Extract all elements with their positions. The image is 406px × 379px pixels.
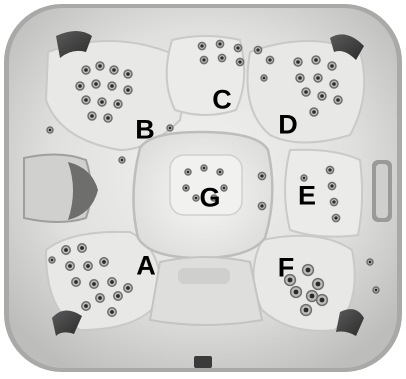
jet-nozzle xyxy=(328,168,331,171)
seat-label-f: F xyxy=(278,255,295,282)
jet-nozzle xyxy=(238,60,241,63)
right-handle-insert xyxy=(376,164,388,218)
seat-label-b: B xyxy=(135,117,155,144)
jet-nozzle xyxy=(112,68,116,72)
jet-nozzle xyxy=(98,64,102,68)
jet-nozzle xyxy=(294,290,299,295)
jet-nozzle xyxy=(90,114,94,118)
jet-nozzle xyxy=(49,129,52,132)
jet-nozzle xyxy=(316,282,321,287)
jet-nozzle xyxy=(51,259,54,262)
jet-nozzle xyxy=(126,72,130,76)
jet-nozzle xyxy=(316,76,320,80)
jet-nozzle xyxy=(126,286,130,290)
jet-nozzle xyxy=(116,102,120,106)
jet-nozzle xyxy=(332,82,336,86)
jet-nozzle xyxy=(304,90,308,94)
jet-nozzle xyxy=(110,84,114,88)
step-recess xyxy=(178,268,230,284)
jet-nozzle xyxy=(106,116,110,120)
jet-nozzle xyxy=(263,77,266,80)
front-drain-plate xyxy=(194,356,212,368)
jet-nozzle xyxy=(256,48,259,51)
seat-label-c: C xyxy=(212,87,232,114)
jet-nozzle xyxy=(86,264,90,268)
jet-nozzle xyxy=(126,88,130,92)
jet-nozzle xyxy=(98,296,102,300)
seat-label-d: D xyxy=(278,112,298,139)
jet-nozzle xyxy=(218,42,221,45)
seat-well-e xyxy=(285,150,362,237)
jet-nozzle xyxy=(304,308,309,313)
jet-nozzle xyxy=(80,246,84,250)
jet-nozzle xyxy=(369,261,372,264)
front-step xyxy=(150,257,262,325)
jet-nozzle xyxy=(84,304,88,308)
jet-nozzle xyxy=(296,60,300,64)
jet-nozzle xyxy=(200,44,203,47)
jet-nozzle xyxy=(219,171,222,174)
jet-nozzle xyxy=(312,110,316,114)
seat-label-a: A xyxy=(136,253,156,280)
jet-nozzle xyxy=(84,68,88,72)
jet-nozzle xyxy=(74,280,78,284)
jet-nozzle xyxy=(64,248,68,252)
jet-nozzle xyxy=(320,94,324,98)
jet-nozzle xyxy=(110,310,114,314)
jet-nozzle xyxy=(220,56,223,59)
jet-nozzle xyxy=(121,159,124,162)
jet-nozzle xyxy=(298,76,302,80)
jet-nozzle xyxy=(223,187,226,190)
jet-nozzle xyxy=(332,200,335,203)
jet-nozzle xyxy=(102,260,106,264)
jet-nozzle xyxy=(203,167,206,170)
jet-nozzle xyxy=(110,280,114,284)
jet-nozzle xyxy=(260,174,263,177)
jet-nozzle xyxy=(330,64,334,68)
jet-nozzle xyxy=(336,98,340,102)
jet-nozzle xyxy=(334,216,337,219)
jet-nozzle xyxy=(185,187,188,190)
jet-nozzle xyxy=(116,294,120,298)
jet-nozzle xyxy=(375,289,378,292)
jet-nozzle xyxy=(306,268,311,273)
jet-nozzle xyxy=(320,298,325,303)
jet-nozzle xyxy=(92,282,96,286)
jet-nozzle xyxy=(260,204,263,207)
jet-nozzle xyxy=(195,197,198,200)
seat-label-e: E xyxy=(298,183,316,210)
seat-label-g: G xyxy=(199,185,220,212)
jet-nozzle xyxy=(310,294,315,299)
jet-nozzle xyxy=(78,84,82,88)
jet-nozzle xyxy=(94,82,98,86)
jet-nozzle xyxy=(100,100,104,104)
jet-nozzle xyxy=(268,58,271,61)
jet-nozzle xyxy=(330,184,333,187)
jet-nozzle xyxy=(314,58,318,62)
jet-nozzle xyxy=(202,58,205,61)
jet-nozzle xyxy=(187,171,190,174)
jet-nozzle xyxy=(169,127,172,130)
jet-nozzle xyxy=(84,98,88,102)
jet-nozzle xyxy=(68,264,72,268)
jet-nozzle xyxy=(303,177,306,180)
jet-nozzle xyxy=(236,46,239,49)
